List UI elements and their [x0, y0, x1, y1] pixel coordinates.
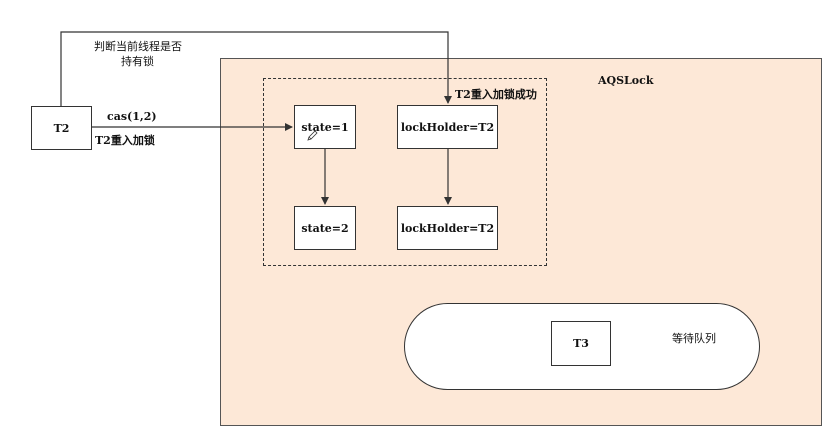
pencil-icon: [307, 130, 318, 141]
reentrant-label: T2重入加锁: [95, 134, 155, 147]
lock-state-group: [263, 78, 547, 266]
check-label-line1: 判断当前线程是否: [94, 40, 182, 53]
state-after-box: state=2: [294, 206, 356, 250]
aqs-lock-title: AQSLock: [598, 74, 654, 87]
check-label-line2: 持有锁: [121, 55, 154, 68]
thread-t3-box: T3: [551, 321, 611, 366]
queue-label: 等待队列: [672, 332, 716, 345]
check-holder-arrow: [60, 31, 452, 106]
lock-holder-after-box: lockHolder=T2: [397, 206, 498, 250]
success-label: T2重入加锁成功: [455, 88, 537, 101]
state-before-box: state=1: [294, 105, 356, 149]
cas-label: cas(1,2): [107, 110, 157, 123]
thread-t2-box: T2: [31, 106, 92, 150]
lock-holder-before-box: lockHolder=T2: [397, 105, 498, 149]
